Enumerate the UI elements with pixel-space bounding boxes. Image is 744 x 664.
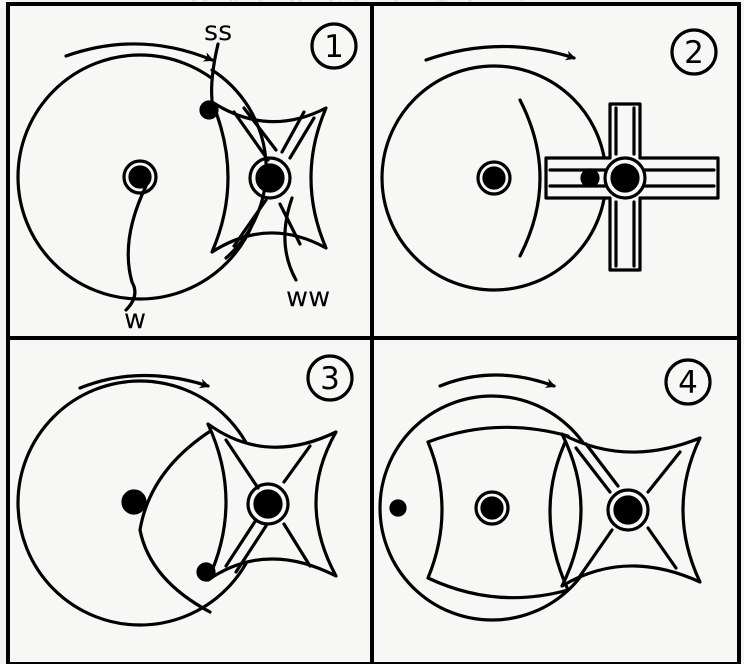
rotation-arrow <box>438 373 556 388</box>
star-shaft-ring <box>246 482 290 526</box>
panel-number: 1 <box>324 29 344 65</box>
star-shaft-ring <box>248 156 292 200</box>
star-wheel <box>210 100 328 254</box>
label-w: w <box>124 304 146 335</box>
drive-shaft-ring <box>476 160 512 196</box>
star-shaft <box>253 489 283 519</box>
panel-3: 3 <box>16 354 354 627</box>
label-ww: ww <box>286 282 330 313</box>
drive-pin <box>580 168 600 188</box>
panel-2: 2 <box>380 28 720 292</box>
drive-pin <box>199 100 219 120</box>
panel-number-circle <box>670 28 718 76</box>
drive-shaft <box>121 489 147 515</box>
rotation-arrow <box>424 44 576 62</box>
panel-number: 2 <box>684 35 704 71</box>
label-leader-ww <box>283 196 298 282</box>
panel-number: 4 <box>678 365 698 401</box>
drive-pin <box>196 562 216 582</box>
star-shaft <box>610 163 640 193</box>
locking-disc-edge <box>138 428 214 614</box>
panel-number-circle <box>306 354 354 402</box>
panel-number: 3 <box>320 361 340 397</box>
star-shaft <box>613 495 643 525</box>
drive-pin <box>389 499 407 517</box>
panel-4: 4 <box>378 358 712 622</box>
star-shaft <box>255 163 285 193</box>
label-leader-w <box>124 184 148 312</box>
rotation-arrow <box>78 373 210 390</box>
star-shaft-ring <box>603 156 647 200</box>
drive-shaft-ring <box>474 490 510 526</box>
label-ss: ss <box>204 16 232 47</box>
drive-shaft <box>482 166 506 190</box>
rotation-arrow <box>64 42 214 62</box>
locking-disc-crescent-edge <box>518 98 542 258</box>
panel-1: ss w ww 1 <box>16 16 358 335</box>
label-leader-ss <box>210 42 220 102</box>
panel-number-circle <box>310 22 358 70</box>
drive-shaft <box>128 165 152 189</box>
panel-number-circle <box>664 358 712 406</box>
drive-shaft <box>480 496 504 520</box>
drive-shaft-ring <box>122 159 158 195</box>
star-shaft-ring <box>606 488 650 532</box>
